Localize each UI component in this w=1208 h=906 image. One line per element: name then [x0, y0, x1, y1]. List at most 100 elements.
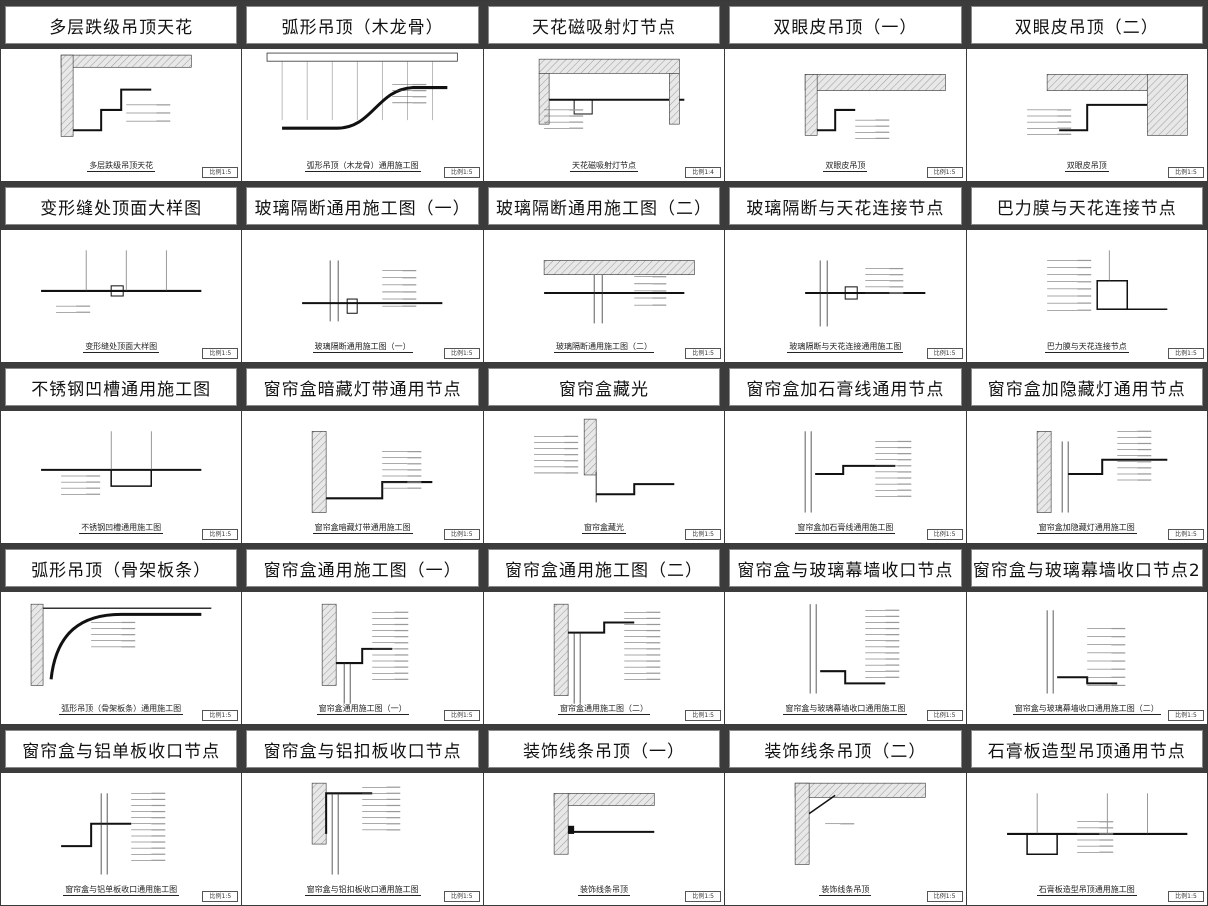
card-title: 弧形吊顶（骨架板条）	[5, 549, 238, 587]
drawing-card[interactable]: 弧形吊顶（木龙骨）弧形吊顶（木龙骨）通用施工图比例1:5	[242, 1, 483, 181]
card-title: 窗帘盒通用施工图（一）	[246, 549, 479, 587]
scale-tag: 比例1:5	[926, 529, 963, 540]
drawing-card[interactable]: 玻璃隔断与天花连接节点玻璃隔断与天花连接通用施工图比例1:5	[725, 182, 966, 362]
drawing-card[interactable]: 玻璃隔断通用施工图（一）玻璃隔断通用施工图（一）比例1:5	[242, 182, 483, 362]
drawing-card[interactable]: 双眼皮吊顶（一）双眼皮吊顶比例1:5	[725, 1, 966, 181]
drawing-area: 天花磁吸射灯节点比例1:4	[483, 49, 725, 181]
card-header: 窗帘盒加隐藏灯通用节点	[966, 363, 1207, 411]
drawing-line	[73, 88, 152, 132]
drawing-card[interactable]: 装饰线条吊顶（二）装饰线条吊顶比例1:5	[725, 725, 966, 905]
drawing-card[interactable]: 不锈钢凹槽通用施工图不锈钢凹槽通用施工图比例1:5	[1, 363, 242, 543]
card-title: 巴力膜与天花连接节点	[970, 187, 1203, 225]
scale-tag: 比例1:5	[926, 710, 963, 721]
card-title: 窗帘盒通用施工图（二）	[487, 549, 721, 587]
scale-tag: 比例1:5	[202, 348, 239, 359]
drawing-area: 窗帘盒与铝扣板收口通用施工图比例1:5	[242, 773, 483, 905]
drawing-card[interactable]: 弧形吊顶（骨架板条）弧形吊顶（骨架板条）通用施工图比例1:5	[1, 544, 242, 724]
drawing-area: 窗帘盒暗藏灯带通用施工图比例1:5	[242, 411, 483, 543]
drawing-card[interactable]: 多层跌级吊顶天花多层跌级吊顶天花比例1:5	[1, 1, 242, 181]
concrete-slab	[538, 73, 550, 125]
drawing-caption: 窗帘盒暗藏灯带通用施工图	[312, 523, 413, 534]
card-header: 窗帘盒藏光	[483, 363, 725, 411]
drawing-area: 不锈钢凹槽通用施工图比例1:5	[1, 411, 242, 543]
drawing-caption: 玻璃隔断与天花连接通用施工图	[787, 342, 904, 353]
drawing-line	[61, 822, 132, 848]
card-title: 多层跌级吊顶天花	[5, 6, 238, 44]
card-header: 装饰线条吊顶（二）	[725, 725, 966, 773]
drawing-area: 窗帘盒通用施工图（一）比例1:5	[242, 592, 483, 724]
drawing-line	[326, 481, 433, 500]
drawing-caption: 装饰线条吊顶	[577, 885, 630, 896]
card-header: 窗帘盒暗藏灯带通用节点	[242, 363, 483, 411]
card-title: 窗帘盒与玻璃幕墙收口节点	[729, 549, 962, 587]
drawing-card[interactable]: 窗帘盒与铝单板收口节点窗帘盒与铝单板收口通用施工图比例1:5	[1, 725, 242, 905]
drawing-line	[844, 286, 858, 300]
drawing-area: 石膏板造型吊顶通用施工图比例1:5	[966, 773, 1207, 905]
drawing-line	[817, 108, 856, 132]
scale-tag: 比例1:5	[685, 529, 722, 540]
drawing-card[interactable]: 天花磁吸射灯节点天花磁吸射灯节点比例1:4	[483, 1, 725, 181]
concrete-slab	[805, 74, 946, 91]
card-title: 窗帘盒与铝单板收口节点	[5, 730, 238, 768]
drawing-line	[325, 792, 373, 834]
scale-tag: 比例1:5	[202, 167, 239, 178]
card-title: 装饰线条吊顶（二）	[729, 730, 962, 768]
drawing-card[interactable]: 窗帘盒暗藏灯带通用节点窗帘盒暗藏灯带通用施工图比例1:5	[242, 363, 483, 543]
drawing-area: 变形缝处顶面大样图比例1:5	[1, 230, 242, 362]
card-header: 窗帘盒与玻璃幕墙收口节点2	[966, 544, 1207, 592]
concrete-slab	[1036, 431, 1052, 513]
drawing-area: 弧形吊顶（木龙骨）通用施工图比例1:5	[242, 49, 483, 181]
concrete-slab	[553, 793, 569, 855]
detail-drawing	[553, 603, 661, 704]
concrete-slab	[668, 73, 680, 125]
drawing-card[interactable]: 变形缝处顶面大样图变形缝处顶面大样图比例1:5	[1, 182, 242, 362]
card-title: 玻璃隔断与天花连接节点	[729, 187, 962, 225]
drawing-caption: 窗帘盒通用施工图（二）	[557, 704, 650, 715]
drawing-caption: 窗帘盒藏光	[581, 523, 626, 534]
drawing-area: 玻璃隔断通用施工图（一）比例1:5	[242, 230, 483, 362]
drawing-line	[1096, 280, 1128, 310]
drawing-card[interactable]: 玻璃隔断通用施工图（二）玻璃隔断通用施工图（二）比例1:5	[483, 182, 725, 362]
concrete-slab	[553, 603, 569, 696]
scale-tag: 比例1:5	[443, 891, 480, 902]
scale-tag: 比例1:5	[202, 891, 239, 902]
drawing-caption: 玻璃隔断通用施工图（一）	[312, 342, 413, 353]
drawing-caption: 玻璃隔断通用施工图（二）	[553, 342, 654, 353]
drawing-card[interactable]: 窗帘盒藏光窗帘盒藏光比例1:5	[483, 363, 725, 543]
drawing-area: 玻璃隔断与天花连接通用施工图比例1:5	[725, 230, 966, 362]
drawing-card[interactable]: 巴力膜与天花连接节点巴力膜与天花连接节点比例1:5	[966, 182, 1207, 362]
drawing-card[interactable]: 窗帘盒加隐藏灯通用节点窗帘盒加隐藏灯通用施工图比例1:5	[966, 363, 1207, 543]
drawing-caption: 弧形吊顶（木龙骨）通用施工图	[304, 161, 421, 172]
card-header: 装饰线条吊顶（一）	[483, 725, 725, 773]
drawing-line	[110, 285, 124, 297]
detail-drawing	[61, 792, 166, 875]
drawing-card[interactable]: 装饰线条吊顶（一）装饰线条吊顶比例1:5	[483, 725, 725, 905]
scale-tag: 比例1:5	[443, 529, 480, 540]
scale-tag: 比例1:5	[1167, 348, 1204, 359]
card-header: 弧形吊顶（木龙骨）	[242, 1, 483, 49]
card-header: 玻璃隔断通用施工图（二）	[483, 182, 725, 230]
drawing-line	[1067, 458, 1167, 475]
drawing-caption: 双眼皮吊顶	[1064, 161, 1109, 172]
drawing-card[interactable]: 窗帘盒通用施工图（一） 窗帘盒通用施工图（一）比例1:5	[242, 544, 483, 724]
drawing-card[interactable]: 窗帘盒通用施工图（二）窗帘盒通用施工图（二）比例1:5	[483, 544, 725, 724]
card-title: 窗帘盒暗藏灯带通用节点	[246, 368, 479, 406]
concrete-slab	[553, 793, 655, 806]
concrete-slab	[805, 74, 818, 136]
drawing-caption: 巴力膜与天花连接节点	[1044, 342, 1129, 353]
card-header: 多层跌级吊顶天花	[1, 1, 242, 49]
drawing-card[interactable]: 窗帘盒与玻璃幕墙收口节点窗帘盒与玻璃幕墙收口通用施工图比例1:5	[725, 544, 966, 724]
detail-drawing	[1046, 250, 1167, 311]
drawing-card[interactable]: 窗帘盒加石膏线通用节点窗帘盒加石膏线通用施工图比例1:5	[725, 363, 966, 543]
card-title: 窗帘盒与铝扣板收口节点	[246, 730, 479, 768]
drawing-card[interactable]: 双眼皮吊顶（二）双眼皮吊顶比例1:5	[966, 1, 1207, 181]
drawing-area: 窗帘盒加石膏线通用施工图比例1:5	[725, 411, 966, 543]
drawing-card[interactable]: 窗帘盒与铝扣板收口节点窗帘盒与铝扣板收口通用施工图比例1:5	[242, 725, 483, 905]
drawing-card[interactable]: 石膏板造型吊顶通用节点石膏板造型吊顶通用施工图比例1:5	[966, 725, 1207, 905]
detail-drawing	[805, 260, 926, 327]
drawing-line	[815, 464, 896, 475]
scale-tag: 比例1:5	[443, 167, 480, 178]
card-header: 窗帘盒与铝单板收口节点	[1, 725, 242, 773]
drawing-line	[1025, 833, 1058, 855]
